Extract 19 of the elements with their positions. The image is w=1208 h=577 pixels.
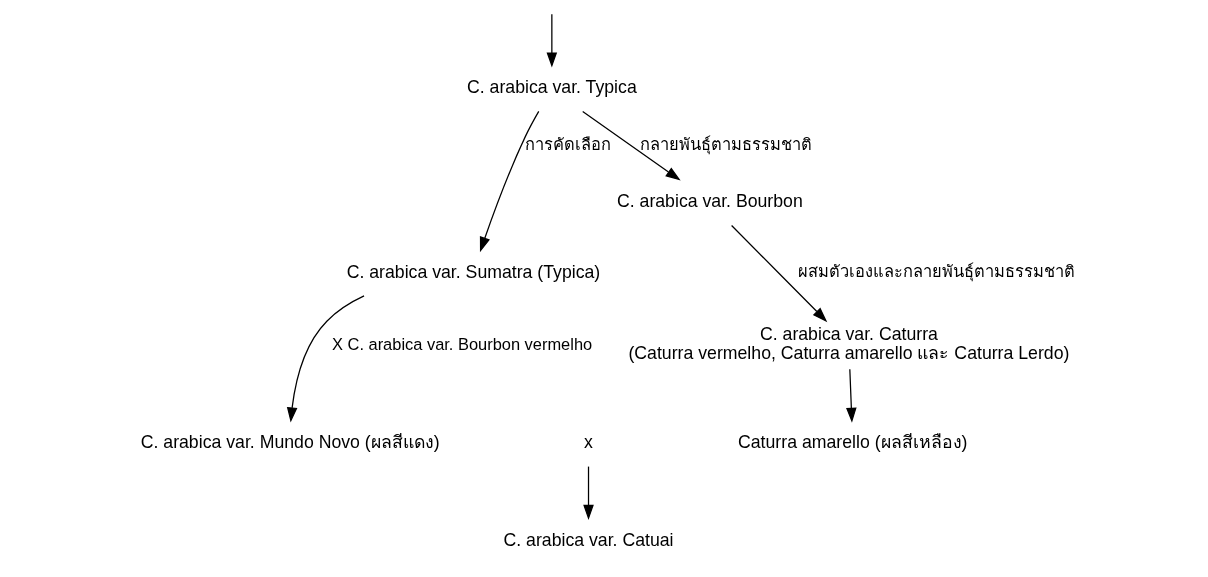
- edge-label: กลายพันธุ์ตามธรรมชาติ: [640, 134, 813, 153]
- node-text: x: [584, 432, 593, 453]
- arrow: [582, 110, 681, 181]
- node-text: C. arabica var. Bourbon: [616, 191, 803, 212]
- arrow: [583, 465, 594, 521]
- node-text: C. arabica var. Mundo Novo (ผลสีแดง): [140, 432, 440, 453]
- edge-label: X C. arabica var. Bourbon vermelho: [332, 334, 593, 353]
- arrow: [730, 224, 828, 323]
- node-text: Caturra amarello (ผลสีเหลือง): [738, 432, 968, 453]
- node-text: C. arabica var. Sumatra (Typica): [346, 261, 601, 282]
- node-text: C. arabica var. Typica: [466, 77, 637, 98]
- arrow: [479, 110, 540, 253]
- node-text: C. arabica var. Caturra (Caturra vermelho, Caturra amarello และ Caturra Lerdo): [628, 324, 1070, 364]
- arrow: [546, 13, 558, 68]
- node-text: C. arabica var. Catuai: [503, 529, 674, 550]
- arrow: [286, 295, 365, 423]
- arrow: [846, 368, 857, 423]
- edge-label: การคัดเลือก: [524, 134, 611, 153]
- edge-label: ผสมตัวเองและกลายพันธุ์ตามธรรมชาติ: [798, 262, 1076, 281]
